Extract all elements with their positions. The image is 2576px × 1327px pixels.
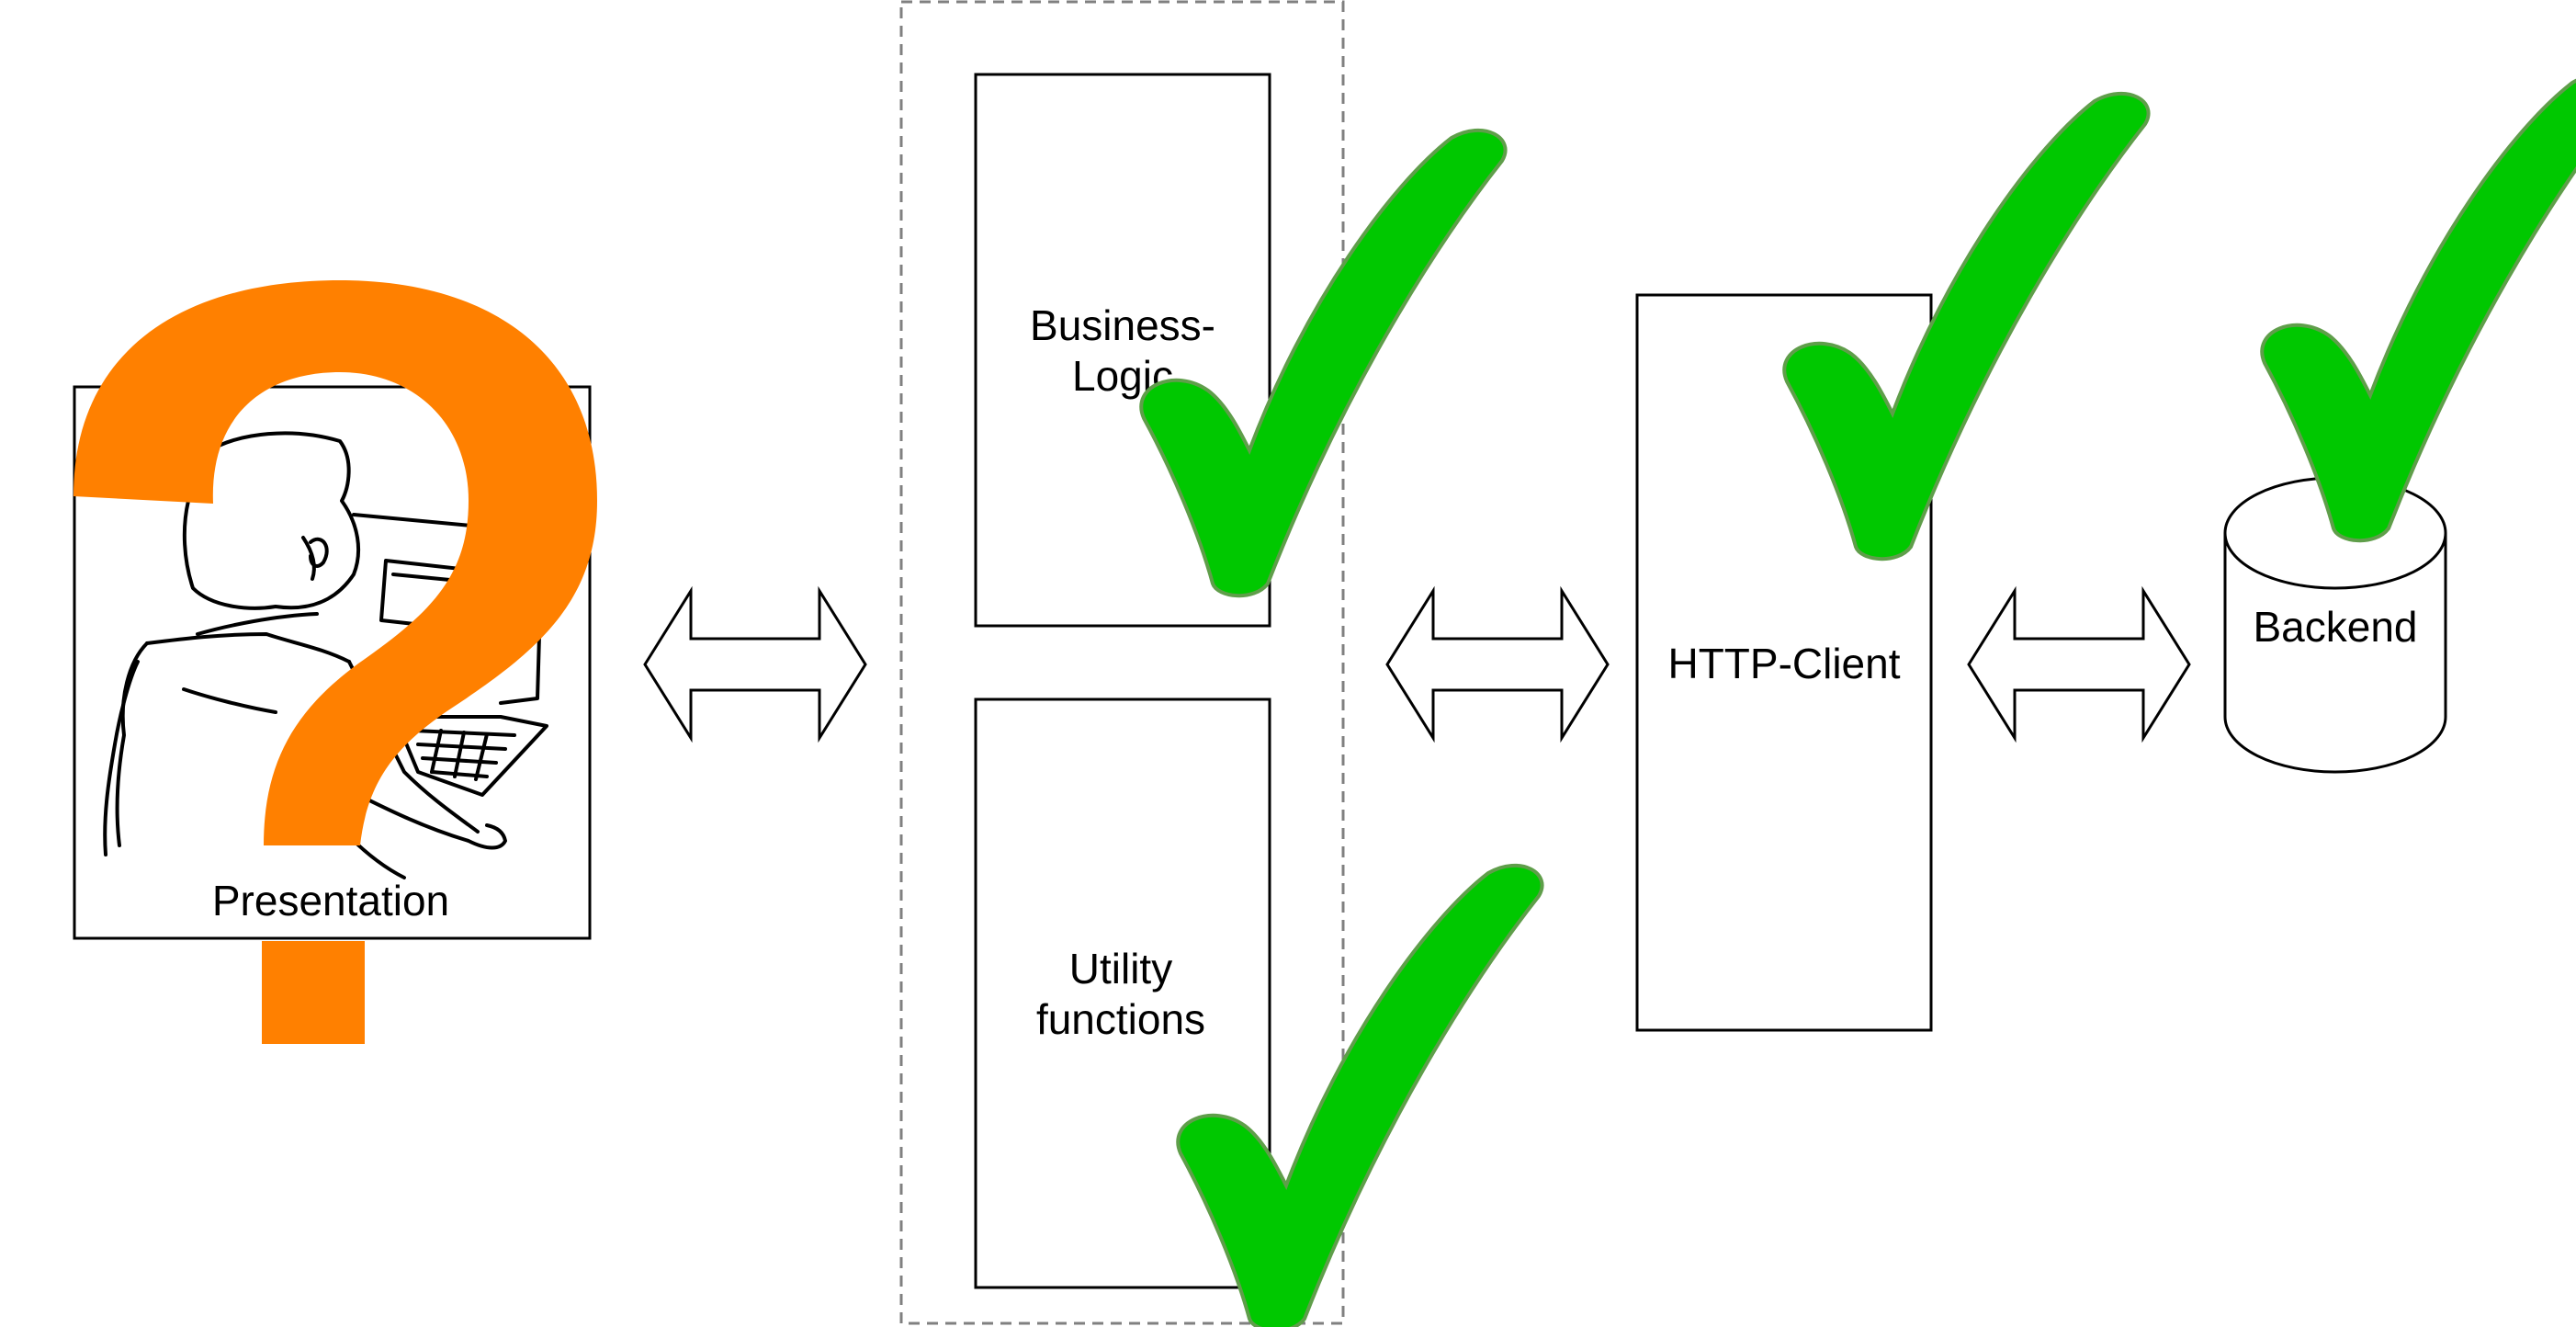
backend-node: Backend — [2223, 476, 2447, 774]
bidirectional-arrow-icon — [643, 589, 867, 740]
question-mark-icon — [73, 280, 597, 1044]
utility-label-line1: Utility — [1069, 945, 1172, 992]
presentation-node: Presentation — [73, 280, 597, 1044]
bidirectional-arrow-icon — [1967, 589, 2191, 740]
checkmark-icon — [2260, 73, 2576, 543]
business-logic-label-line1: Business- — [1030, 301, 1215, 349]
utility-label-line2: functions — [1036, 995, 1205, 1043]
backend-label: Backend — [2253, 603, 2417, 651]
presentation-label: Presentation — [212, 877, 449, 924]
logic-group-container — [899, 0, 1345, 1325]
bidirectional-arrow-icon — [1385, 589, 1610, 740]
backend-cylinder — [2223, 533, 2447, 774]
http-client-label: HTTP-Client — [1667, 640, 1900, 687]
